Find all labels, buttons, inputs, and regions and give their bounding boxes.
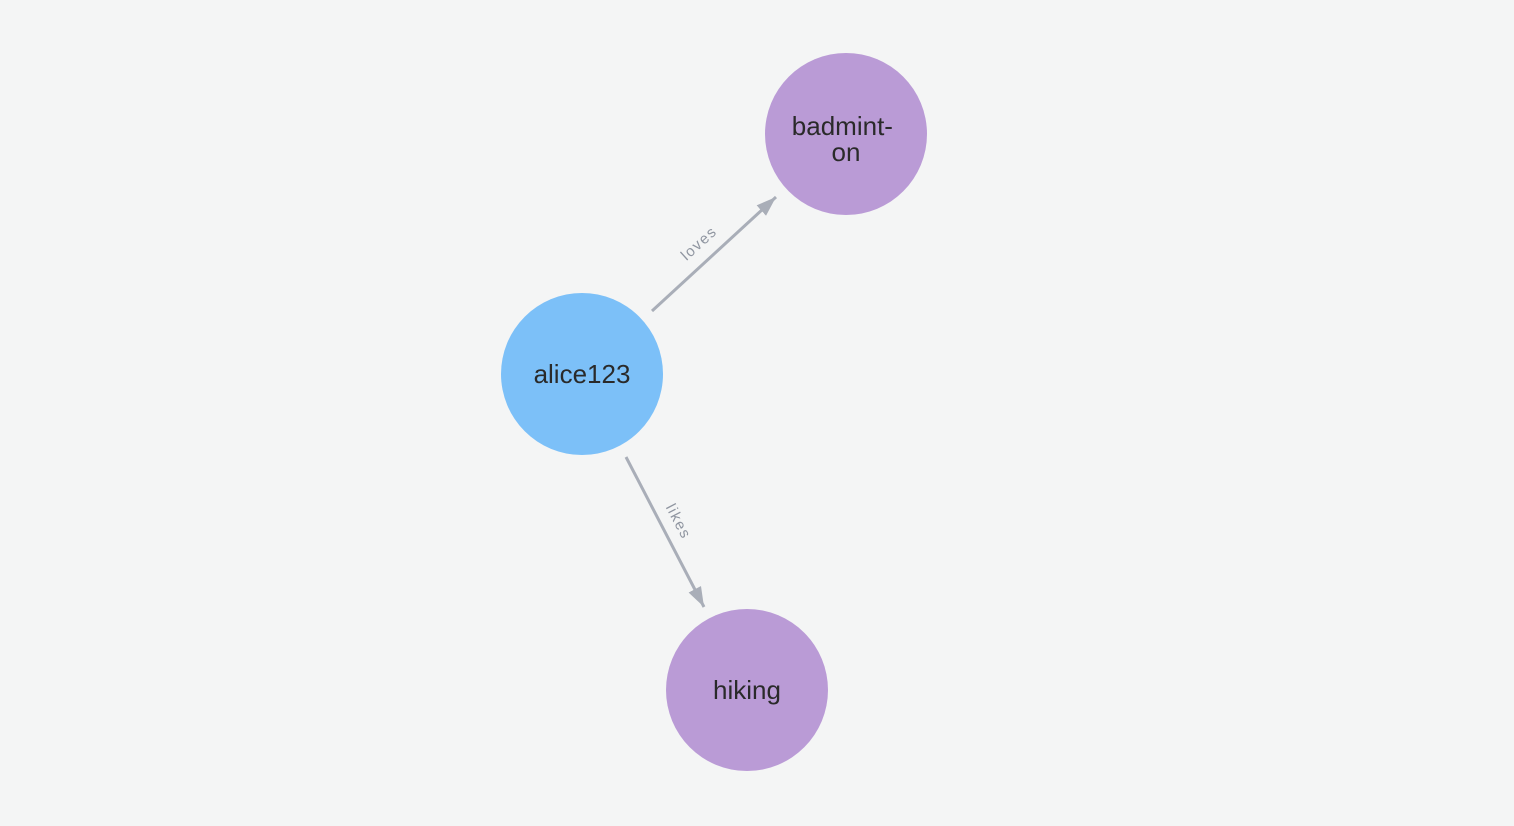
node-circle-hiking[interactable] [666,609,828,771]
node-hiking[interactable]: hiking [666,609,828,771]
edge-label-group-loves: loves [678,223,721,264]
edge-line-likes[interactable] [624,456,706,608]
node-badminton[interactable]: badmint- on [765,53,927,215]
node-circle-alice123[interactable] [501,293,663,455]
edge-label-loves: loves [678,223,721,264]
edge-loves: loves [650,195,778,313]
edge-line-loves[interactable] [650,195,778,313]
node-circle-badminton[interactable] [765,53,927,215]
node-alice123[interactable]: alice123 [501,293,663,455]
edge-likes: likes [624,456,706,608]
